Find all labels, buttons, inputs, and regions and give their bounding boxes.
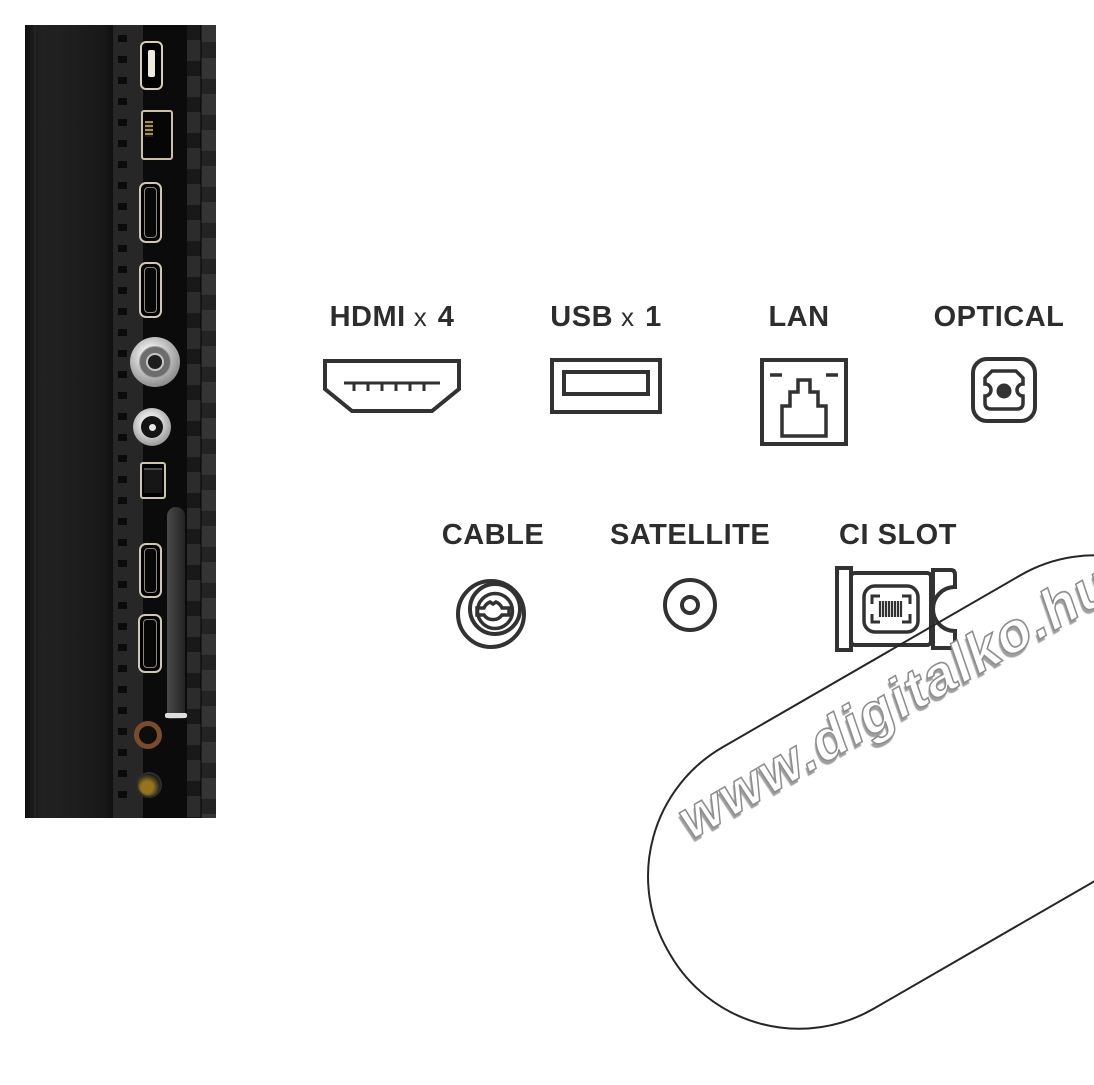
usb-connector-icon <box>550 358 662 414</box>
legend-item-cable: CABLE <box>413 518 573 650</box>
tv-side-panel-photo <box>25 25 216 818</box>
vent-holes <box>118 35 127 804</box>
hdmi-port-inner <box>144 267 157 313</box>
optical-flap <box>144 468 162 493</box>
panel-texture <box>187 25 216 818</box>
lan-pins <box>145 121 153 137</box>
satellite-label: SATELLITE <box>610 519 771 551</box>
legend-item-ci-slot: CI SLOT <box>818 518 978 653</box>
usb-port <box>140 41 163 90</box>
ci-slot-label: CI SLOT <box>839 519 957 551</box>
hdmi-port <box>138 614 162 673</box>
optical-connector-icon <box>971 357 1037 423</box>
legend-item-optical: OPTICAL <box>922 300 1086 423</box>
av-jack <box>134 721 162 749</box>
lan-label: LAN <box>768 301 830 333</box>
ci-slot-groove <box>167 507 185 719</box>
texture-column <box>201 25 216 818</box>
satellite-f-connector-port <box>133 408 171 446</box>
usb-tongue <box>147 50 155 77</box>
cable-label: CABLE <box>441 519 545 551</box>
legend-item-satellite: SATELLITE <box>610 518 770 633</box>
hdmi-port-inner <box>143 619 157 668</box>
headphone-jack <box>136 772 162 798</box>
hdmi-connector-icon <box>322 358 462 414</box>
hdmi-port <box>139 262 162 318</box>
legend-item-lan: LAN <box>722 300 886 446</box>
lan-connector-icon <box>760 358 848 446</box>
panel-bezel <box>25 25 113 818</box>
texture-seam <box>200 25 202 818</box>
antenna-coax-port <box>130 337 180 387</box>
optical-audio-port <box>140 462 166 499</box>
hdmi-port <box>139 543 162 598</box>
panel-seam <box>34 25 36 818</box>
cable-connector-icon <box>455 574 531 650</box>
lan-port <box>141 110 173 160</box>
optical-label: OPTICAL <box>933 301 1065 333</box>
hdmi-port-inner <box>144 548 157 593</box>
texture-column <box>187 25 201 818</box>
coax-center <box>146 353 164 371</box>
hdmi-port-inner <box>144 187 157 238</box>
satellite-connector-icon <box>662 577 718 633</box>
ci-slot-groove-lip <box>165 713 187 718</box>
hdmi-port <box>139 182 162 243</box>
ci-slot-icon <box>834 565 962 653</box>
f-connector-pin <box>149 424 156 431</box>
